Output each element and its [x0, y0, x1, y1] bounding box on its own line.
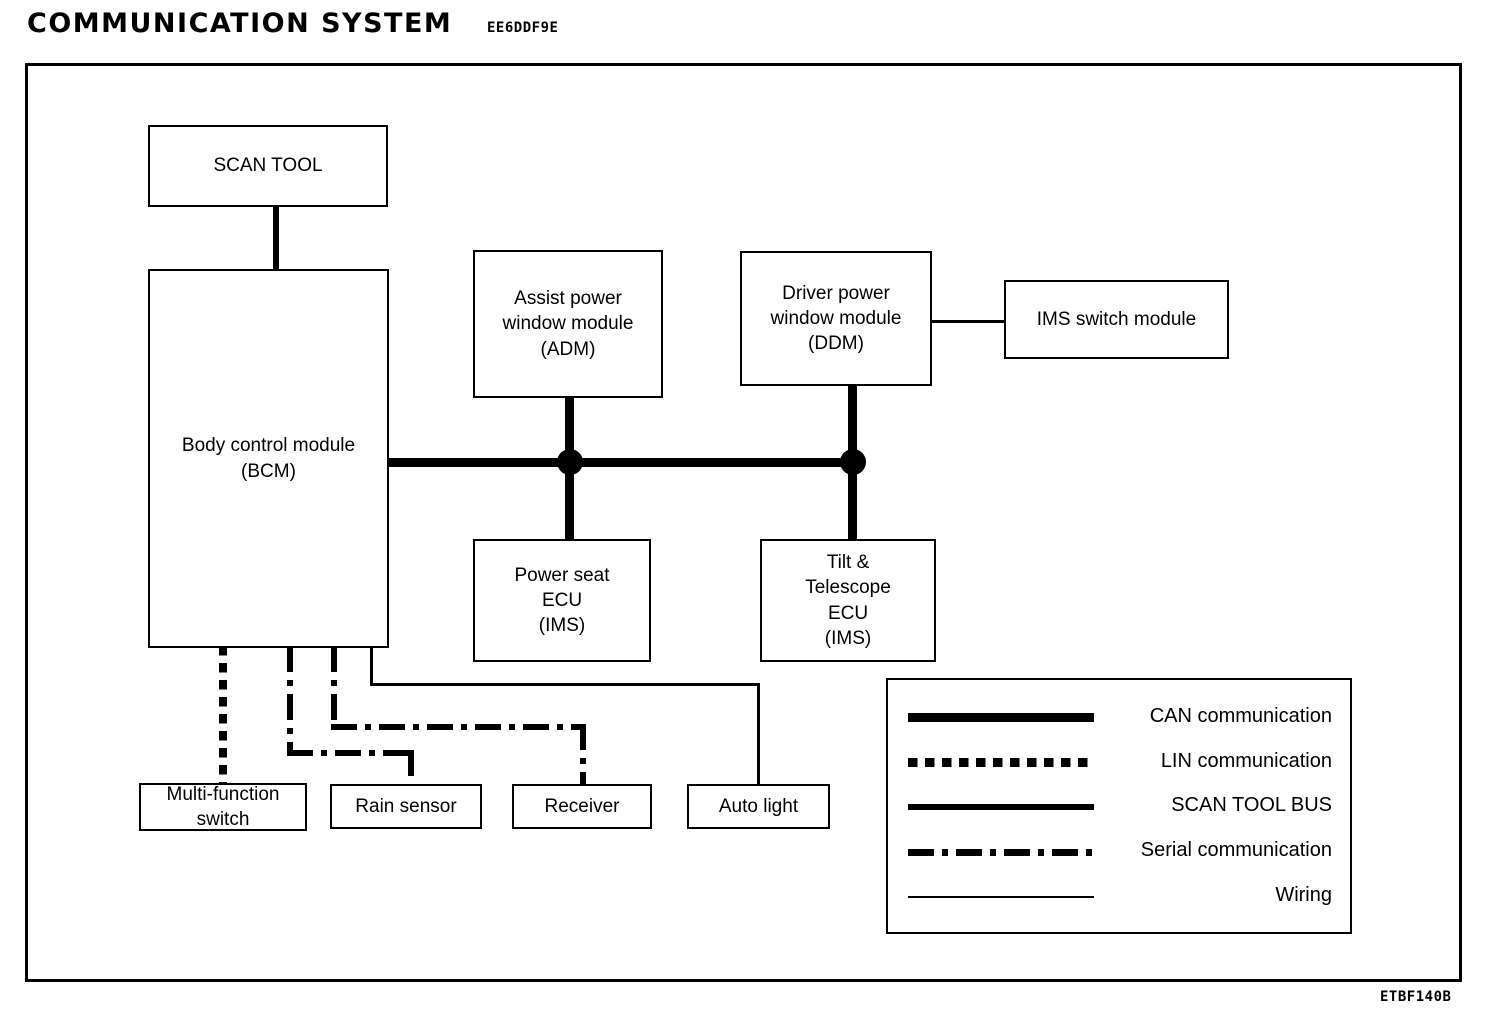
node-auto-light-line-0: Auto light: [718, 795, 799, 817]
line-wiring-auto-light-v1: [370, 646, 373, 686]
legend-sample-bus-line: [908, 800, 1094, 812]
node-ddm-line-0: Driver power: [782, 282, 890, 304]
node-rain-sensor[interactable]: Rain sensor: [330, 784, 482, 829]
node-driver-power-window-module[interactable]: Driver power window module (DDM): [740, 251, 932, 386]
legend-row-wiring: Wiring: [902, 876, 1336, 916]
node-ddm-line-1: window module: [770, 307, 902, 329]
line-can-ddm-drop: [848, 384, 857, 462]
line-serial-receiver-v2: [580, 724, 586, 785]
line-can-power-seat-drop: [565, 458, 574, 540]
line-serial-rain-sensor-v1: [287, 646, 293, 756]
line-scan-tool-bus: [273, 206, 279, 272]
node-tilt-line-3: (IMS): [824, 627, 872, 649]
node-bcm-line-1: (BCM): [241, 460, 296, 482]
line-wiring-auto-light-h: [370, 683, 760, 686]
legend-row-scan-tool-bus: SCAN TOOL BUS: [902, 786, 1336, 826]
node-power-seat-line-1: ECU: [541, 589, 583, 611]
junction-dot-adm: [557, 449, 583, 475]
node-multi-function-switch[interactable]: Multi-function switch: [139, 783, 307, 831]
node-assist-power-window-module[interactable]: Assist power window module (ADM): [473, 250, 663, 398]
node-tilt-line-1: Telescope: [805, 577, 891, 599]
line-wiring-ddm-ims: [931, 320, 1006, 323]
node-power-seat-line-0: Power seat: [514, 564, 610, 586]
legend-label-serial: Serial communication: [1140, 839, 1332, 862]
node-rain-sensor-line-0: Rain sensor: [355, 795, 457, 817]
node-adm-line-2: (ADM): [540, 338, 596, 360]
node-tilt-telescope-ecu[interactable]: Tilt & Telescope ECU (IMS): [760, 539, 936, 662]
legend-row-lin: LIN communication: [902, 741, 1336, 781]
node-mfs-line-1: switch: [196, 809, 250, 830]
node-adm-line-0: Assist power: [514, 288, 622, 310]
legend-row-serial: Serial communication: [902, 831, 1336, 871]
line-lin-multi-function-switch: [219, 646, 227, 783]
line-can-tilt-telescope-drop: [848, 458, 857, 540]
node-ims-switch-module[interactable]: IMS switch module: [1004, 280, 1229, 359]
line-serial-receiver-h: [331, 724, 586, 730]
line-serial-rain-sensor-v2: [408, 750, 414, 785]
node-auto-light[interactable]: Auto light: [687, 784, 830, 829]
legend-row-can: CAN communication: [902, 696, 1336, 736]
node-tilt-line-2: ECU: [827, 602, 869, 624]
line-wiring-auto-light-v2: [757, 683, 760, 785]
node-receiver[interactable]: Receiver: [512, 784, 652, 829]
node-power-seat-line-2: (IMS): [538, 615, 586, 637]
node-adm-line-1: window module: [502, 313, 634, 335]
legend-label-can: CAN communication: [1149, 704, 1332, 727]
node-ims-switch-line-0: IMS switch module: [1036, 308, 1197, 330]
node-body-control-module[interactable]: Body control module (BCM): [148, 269, 389, 648]
legend-sample-serial-line: [908, 845, 1094, 857]
junction-dot-ddm: [840, 449, 866, 475]
node-receiver-line-0: Receiver: [544, 795, 620, 817]
legend-label-wiring: Wiring: [1275, 884, 1332, 907]
footer-code: ETBF140B: [1380, 989, 1452, 1005]
node-mfs-line-0: Multi-function: [166, 783, 280, 805]
node-tilt-line-0: Tilt &: [826, 552, 870, 574]
legend-label-scan-tool-bus: SCAN TOOL BUS: [1171, 794, 1332, 817]
legend-label-lin: LIN communication: [1160, 749, 1332, 772]
node-scan-tool[interactable]: SCAN TOOL: [148, 125, 388, 207]
line-can-trunk: [387, 458, 865, 467]
diagram-frame: [25, 63, 1462, 982]
node-bcm-line-0: Body control module: [181, 435, 356, 457]
legend-sample-lin-line: [908, 755, 1094, 768]
page-title-code: EE6DDF9E: [487, 20, 559, 36]
node-ddm-line-2: (DDM): [808, 333, 864, 355]
legend-sample-wiring-line: [908, 890, 1094, 902]
page-title: COMMUNICATION SYSTEM: [27, 8, 453, 39]
legend: CAN communication LIN communication SCAN…: [886, 678, 1352, 934]
line-serial-rain-sensor-h: [287, 750, 414, 756]
legend-sample-can-line: [908, 710, 1094, 723]
node-scan-tool-line-0: SCAN TOOL: [213, 155, 323, 177]
line-can-adm-drop: [565, 396, 574, 462]
node-power-seat-ecu[interactable]: Power seat ECU (IMS): [473, 539, 651, 662]
line-serial-receiver-v1: [331, 646, 337, 730]
